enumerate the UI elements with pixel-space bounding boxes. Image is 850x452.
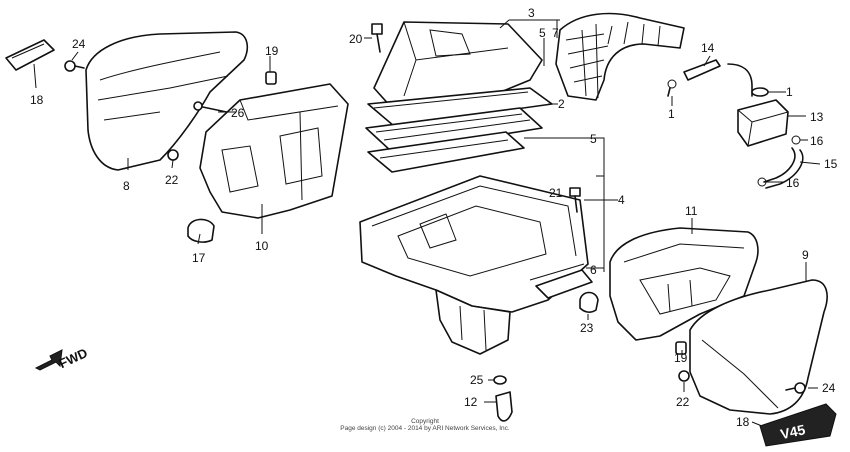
drain-tube-15 (763, 147, 804, 189)
callout-10: 10 (255, 239, 269, 253)
air-chamber-11 (609, 227, 759, 341)
fwd-label: FWD (57, 345, 90, 371)
callout-11: 11 (685, 204, 698, 218)
callout-numbers: 3 5 7 20 24 19 18 26 8 22 17 10 2 5 4 21… (30, 6, 838, 429)
callout-25: 25 (470, 373, 484, 387)
callout-20: 20 (349, 32, 363, 46)
breather-tube-14 (683, 59, 753, 97)
clamp-17 (187, 218, 215, 243)
copyright-line2: Page design (c) 2004 - 2014 by ARI Netwo… (340, 425, 510, 432)
callout-8: 8 (123, 179, 130, 193)
clip-1-upper (667, 79, 677, 97)
callout-7: 7 (552, 26, 559, 40)
callout-18-right: 18 (736, 415, 750, 429)
grommet-19-left (265, 71, 277, 85)
air-cleaner-cover-3 (373, 21, 543, 113)
grommet-19-right (675, 341, 687, 355)
intake-duct-7 (555, 12, 685, 101)
emblem-text: V45 (779, 421, 807, 442)
air-cleaner-case-4 (359, 175, 593, 355)
clip-1-right (751, 87, 769, 97)
callout-19-right: 19 (674, 351, 688, 365)
side-cover-right (689, 279, 828, 415)
forward-arrow: FWD (34, 345, 90, 371)
callout-5: 5 (590, 132, 597, 146)
callout-9: 9 (802, 248, 809, 262)
callout-3: 3 (528, 6, 535, 20)
callout-19-left: 19 (265, 44, 279, 58)
screw-24-left (64, 60, 85, 72)
callout-24-left: 24 (72, 37, 86, 51)
callout-13: 13 (810, 110, 824, 124)
callout-12: 12 (464, 395, 478, 409)
grommet-23 (579, 291, 599, 313)
callout-6: 6 (590, 263, 597, 277)
bolt-21 (569, 187, 581, 213)
callout-21: 21 (549, 186, 563, 200)
callout-1-right: 1 (786, 85, 793, 99)
emblem-v45: V45 (759, 403, 837, 447)
clip-25 (493, 375, 507, 385)
callout-14: 14 (701, 41, 715, 55)
callout-2: 2 (558, 97, 565, 111)
copyright-line1: Copyright (411, 418, 439, 425)
callout-26: 26 (231, 106, 245, 120)
leader-lines (33, 19, 821, 427)
callout-22-right: 22 (676, 395, 690, 409)
grommet-22-right (678, 370, 690, 382)
callout-17: 17 (192, 251, 206, 265)
callout-16-upper: 16 (810, 134, 824, 148)
drain-case-13 (737, 99, 789, 147)
screw-24-right (785, 382, 806, 394)
clamp-16-upper (791, 135, 801, 145)
callout-16-lower: 16 (786, 176, 800, 190)
bolt-20 (371, 23, 383, 53)
callout-23: 23 (580, 321, 594, 335)
callout-18-left: 18 (30, 93, 44, 107)
callout-1-lower: 1 (668, 107, 675, 121)
air-chamber-10 (199, 83, 349, 219)
callout-5-top: 5 (539, 26, 546, 40)
drain-plug-12 (495, 391, 513, 422)
callout-15: 15 (824, 157, 838, 171)
callout-24-right: 24 (822, 381, 836, 395)
callout-4: 4 (618, 193, 625, 207)
callout-22-left: 22 (165, 173, 179, 187)
emblem-plate-left (5, 39, 55, 71)
side-cover-left (85, 31, 249, 171)
grommet-22-left (167, 149, 179, 161)
